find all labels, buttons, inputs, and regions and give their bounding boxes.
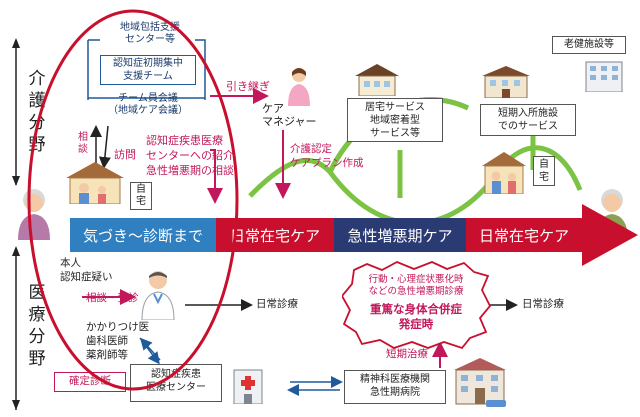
jitaku-right-box: 自 宅 (533, 156, 555, 186)
nichijo-shinryo-1-label: 日常診療 (256, 298, 298, 310)
jitaku-left-box: 自 宅 (130, 182, 152, 210)
timeline-band: 気づき～診断まで 日常在宅ケア 急性増悪期ケア 日常在宅ケア (70, 218, 640, 252)
caregiver-icon (285, 66, 313, 106)
shien-center-label: 地域包括支援 センター等 (120, 22, 180, 45)
phase-highlight-ellipse (27, 9, 239, 391)
rojin-shisetsu-label: 老健施設等 (564, 39, 614, 50)
tanki-nyusho-label: 短期入所施設 でのサービス (498, 108, 558, 132)
seishin-byoin-box: 精神科医療機関 急性期病院 (344, 370, 446, 404)
team-kaigi-label: チーム員会議 （地域ケア会議） (108, 93, 188, 116)
rojin-shisetsu-box: 老健施設等 (552, 36, 626, 54)
honnin-label: 本人 認知症疑い (60, 257, 113, 284)
shuchu-team-label: 認知症初期集中 支援チーム (113, 58, 183, 82)
burst-shape (342, 261, 492, 350)
house-icon (64, 160, 126, 205)
iryo-shokai-label: 認知症疾患医療 センターへの紹介 急性増悪期の相談 (146, 134, 234, 177)
hospital-icon (230, 364, 266, 405)
facility-building-icon (482, 66, 530, 99)
doctor-icon (140, 268, 176, 321)
kaigo-nintei-label: 介護認定 ケアプラン作成 (290, 143, 364, 170)
shuchu-team-box: 認知症初期集中 支援チーム (100, 55, 196, 85)
shikkan-center-label: 認知症疾患 医療センター (146, 369, 206, 393)
seishin-byoin-label: 精神科医療機関 急性期病院 (360, 374, 430, 398)
jitaku-right-label: 自 宅 (539, 159, 549, 183)
soudan-label: 相 談 (78, 132, 88, 155)
kyusei-label: 行動・心理症状悪化時 などの急性増悪期診療 (368, 274, 464, 298)
band-arrowhead (578, 204, 638, 266)
kyotaku-box: 居宅サービス 地域密着型 サービス等 (347, 98, 443, 142)
jitaku-left-label: 自 宅 (136, 184, 146, 207)
band-segment-kyusei: 急性増悪期ケア (334, 218, 466, 252)
nichijo-shinryo-2-label: 日常診療 (522, 298, 564, 310)
house-icon (353, 62, 401, 97)
hospital-icon (452, 356, 508, 408)
kakaritsuke-label: かかりつけ医 歯科医師 薬剤師等 (86, 321, 150, 362)
jutoku-label: 重篤な身体合併症 発症時 (370, 302, 462, 331)
hikitsugi-label: 引き継ぎ (226, 80, 270, 93)
facility-building-icon (584, 58, 624, 93)
soudan-jushin-label: 相談・受診 (86, 292, 139, 304)
tanki-chiryo-label: 短期治療 (386, 348, 428, 360)
kyotaku-label: 居宅サービス 地域密着型 サービス等 (365, 102, 425, 139)
house-icon (480, 150, 528, 195)
houmon-label: 訪問 (114, 148, 136, 161)
tanki-nyusho-box: 短期入所施設 でのサービス (480, 104, 576, 136)
care-manager-label: ケア マネジャー (262, 102, 317, 129)
band-segment-nichijo-2: 日常在宅ケア (466, 218, 582, 252)
band-segment-kizuki: 気づき～診断まで (70, 218, 216, 252)
